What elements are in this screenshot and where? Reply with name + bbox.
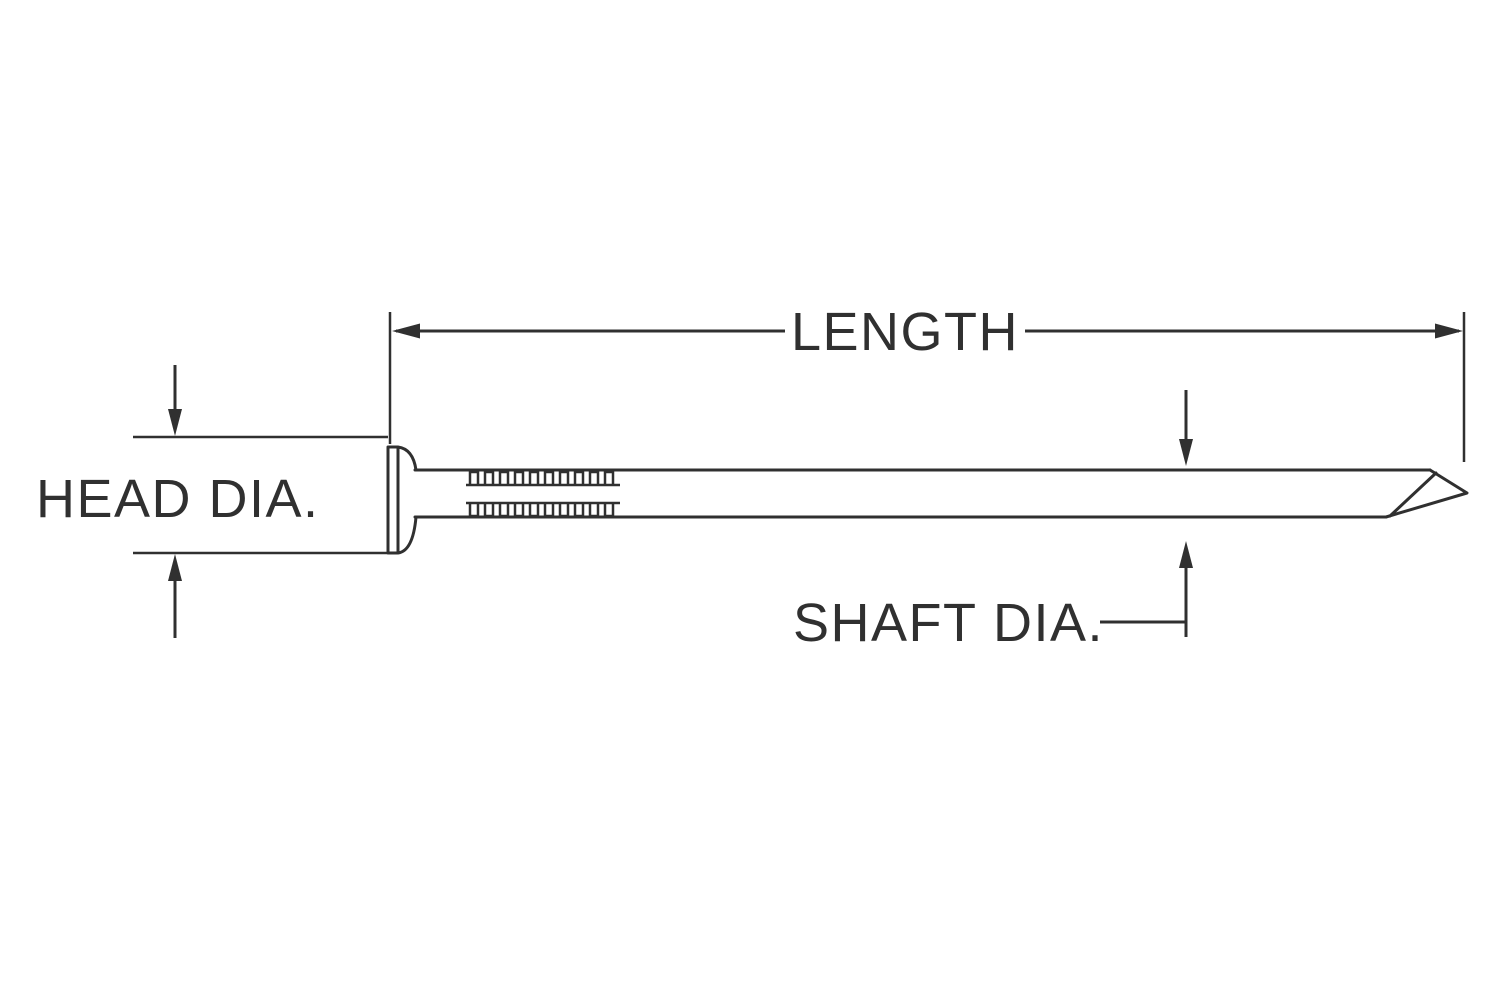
shaft-serrations-top <box>466 470 620 487</box>
nail-head <box>386 445 418 555</box>
head-dia-arrowhead-bottom-icon <box>168 554 182 581</box>
head-dia-label: HEAD DIA. <box>36 469 320 529</box>
length-arrowhead-left-icon <box>392 323 420 339</box>
length-label: LENGTH <box>791 302 1019 362</box>
shaft-serrations-bottom <box>466 501 620 518</box>
nail-tip <box>1384 468 1469 519</box>
shaft-dia-label: SHAFT DIA. <box>793 593 1104 653</box>
length-arrowhead-right-icon <box>1435 323 1463 339</box>
shaft-dia-arrowhead-bottom-icon <box>1179 541 1193 568</box>
shaft-dia-arrowhead-top-icon <box>1179 439 1193 466</box>
head-dia-arrowhead-top-icon <box>168 409 182 436</box>
